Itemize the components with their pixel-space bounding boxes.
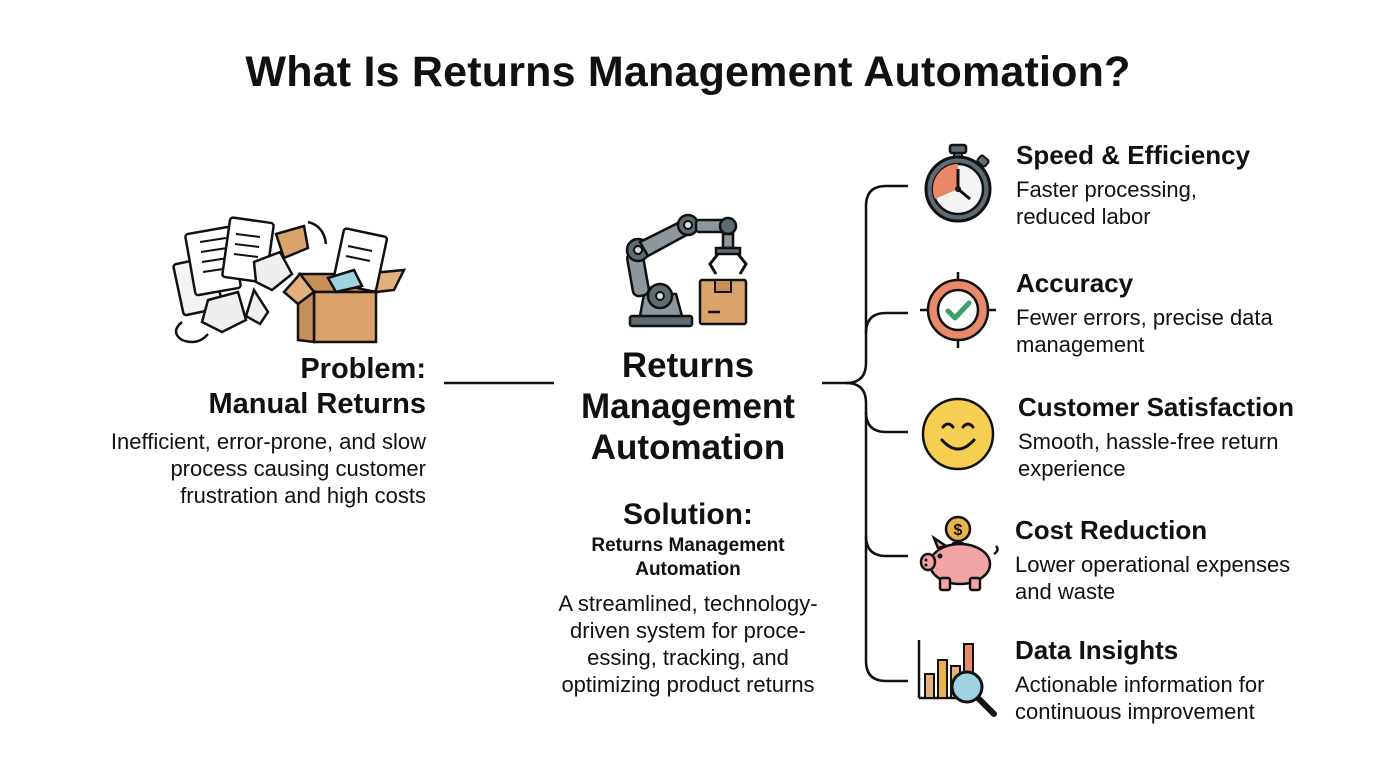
benefit-description: Faster processing, reduced labor (1016, 176, 1356, 230)
solution-description: A streamlined, technology- driven system… (540, 590, 836, 698)
problem-description-line: process causing customer (170, 456, 426, 481)
benefit-description-line: continuous improvement (1015, 699, 1255, 724)
benefit-description-line: management (1016, 332, 1145, 357)
page-title: What Is Returns Management Automation? (245, 48, 1131, 96)
benefit-title: Customer Satisfaction (1018, 392, 1294, 422)
benefit-description-line: and waste (1015, 579, 1116, 604)
benefit-title: Cost Reduction (1015, 515, 1208, 545)
benefit-cost-reduction: Cost Reduction Lower operational expense… (1015, 515, 1355, 605)
robot-arm-icon (625, 213, 748, 328)
benefit-description-line: Actionable information for (1015, 672, 1265, 697)
benefit-description-line: Fewer errors, precise data (1016, 305, 1273, 330)
benefit-data-insights: Data Insights Actionable information for… (1015, 635, 1355, 725)
benefit-description-line: Faster processing, (1016, 177, 1197, 202)
center-title-line: Returns (621, 346, 755, 385)
piggy-bank-icon: $ (919, 515, 999, 592)
target-check-icon (920, 272, 996, 348)
benefit-title: Data Insights (1015, 635, 1179, 665)
smiley-face-icon (921, 397, 995, 471)
solution-description-line: optimizing product returns (561, 672, 815, 697)
problem-description-line: Inefficient, error-prone, and slow (110, 429, 426, 454)
problem-heading: Problem: Manual Returns (80, 352, 426, 422)
benefit-description-line: Lower operational expenses (1015, 552, 1291, 577)
stopwatch-icon (924, 143, 992, 223)
solution-description-line: A streamlined, technology- (558, 591, 818, 616)
problem-heading-line2: Manual Returns (208, 388, 426, 420)
benefit-description-line: experience (1018, 456, 1126, 481)
benefit-accuracy: Accuracy Fewer errors, precise data mana… (1016, 268, 1356, 358)
problem-heading-line1: Problem: (300, 353, 426, 385)
problem-description: Inefficient, error-prone, and slow proce… (40, 428, 426, 509)
solution-heading: Solution: (623, 498, 753, 531)
solution-description-line: essing, tracking, and (587, 645, 789, 670)
benefit-title: Accuracy (1016, 268, 1134, 298)
benefit-speed: Speed & Efficiency Faster processing, re… (1016, 140, 1356, 230)
benefit-description-line: reduced labor (1016, 204, 1151, 229)
benefit-title: Speed & Efficiency (1016, 140, 1251, 170)
center-title-line: Automation (590, 428, 786, 467)
solution-subheading-line: Returns Management (591, 535, 785, 556)
benefit-description: Fewer errors, precise data management (1016, 304, 1356, 358)
solution-subheading: Returns Management Automation (548, 534, 828, 582)
center-title-line: Management (581, 387, 795, 426)
benefit-description: Lower operational expenses and waste (1015, 551, 1355, 605)
benefit-description-line: Smooth, hassle-free return (1018, 429, 1279, 454)
benefit-description: Actionable information for continuous im… (1015, 671, 1355, 725)
solution-subheading-line: Automation (635, 559, 741, 580)
svg-text:$: $ (954, 522, 963, 539)
solution-description-line: driven system for proce- (570, 618, 806, 643)
paperwork-box-icon (172, 216, 407, 344)
problem-description-line: frustration and high costs (180, 483, 426, 508)
benefit-description: Smooth, hassle-free return experience (1018, 428, 1358, 482)
bar-chart-magnifier-icon (917, 640, 997, 717)
center-title: Returns Management Automation (548, 345, 828, 468)
benefit-customer-satisfaction: Customer Satisfaction Smooth, hassle-fre… (1018, 392, 1358, 482)
